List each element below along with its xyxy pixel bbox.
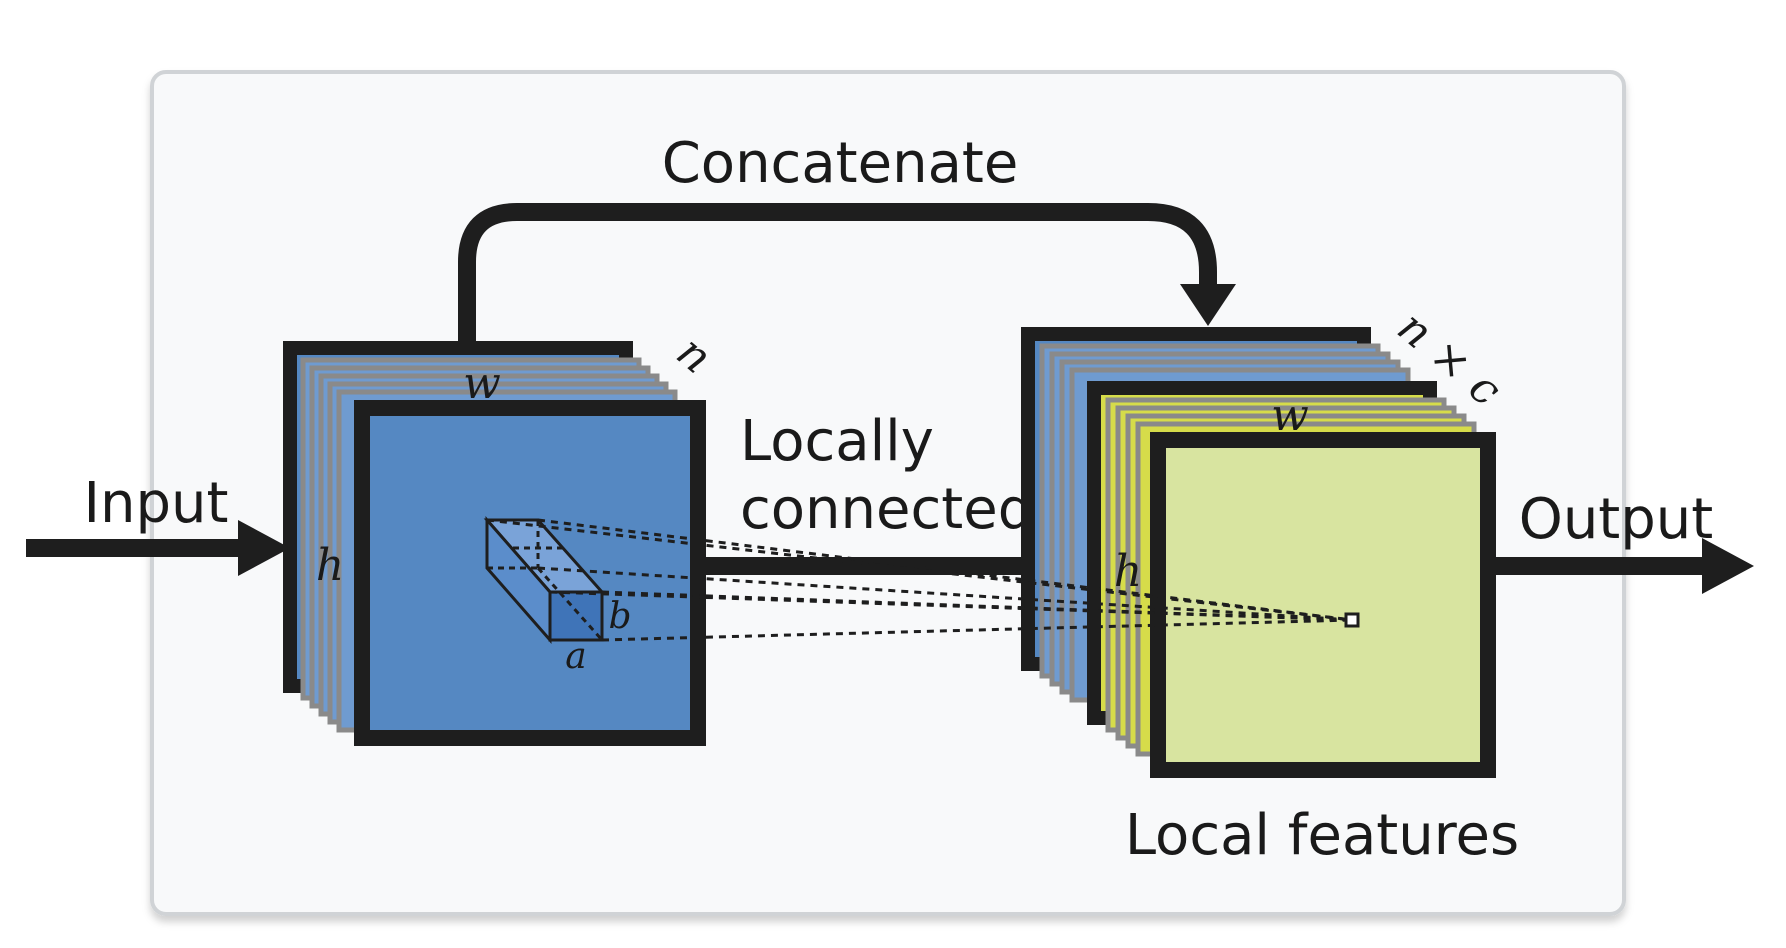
output-width-label: w — [1271, 390, 1309, 441]
output-arrow — [1488, 538, 1754, 594]
locally-connected-label-line1: Locally — [740, 409, 934, 474]
input-arrow — [26, 520, 290, 576]
locally-connected-label-line2: connected — [740, 477, 1033, 542]
output-feature-stack — [1021, 327, 1496, 778]
output-unit — [1344, 612, 1360, 628]
concatenate-label: Concatenate — [662, 131, 1019, 196]
kernel-b-label: b — [608, 596, 631, 637]
output-height-label: h — [1114, 546, 1142, 597]
input-label: Input — [83, 471, 228, 536]
local-features-label: Local features — [1125, 803, 1519, 868]
input-height-label: h — [316, 540, 344, 591]
kernel-a-label: a — [565, 636, 586, 677]
kernel-cuboid — [483, 516, 606, 644]
input-width-label: w — [463, 358, 501, 409]
output-label: Output — [1519, 487, 1714, 552]
output-front-layer — [1150, 432, 1496, 778]
concatenate-skip-arrow — [458, 203, 1236, 346]
receptive-field-lines — [486, 518, 1353, 642]
